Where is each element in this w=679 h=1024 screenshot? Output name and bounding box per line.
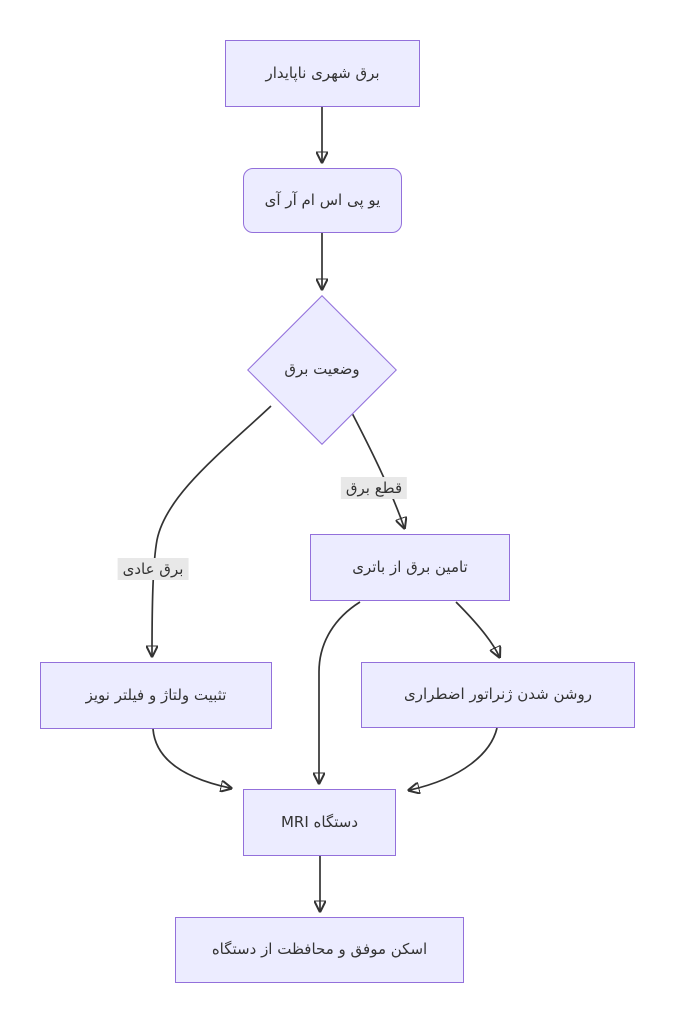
edge-battery-to-mri xyxy=(319,601,361,782)
node-emergency-generator: روشن شدن ژنراتور اضطراری xyxy=(361,662,635,728)
edge-status-to-stabilize xyxy=(152,405,272,655)
node-successful-scan: اسکن موفق و محافظت از دستگاه xyxy=(175,917,464,983)
edge-status-to-battery xyxy=(351,412,404,527)
edge-battery-to-generator xyxy=(455,601,499,656)
node-mri-device: دستگاه MRI xyxy=(243,789,396,856)
node-power-status: وضعیت برق xyxy=(284,360,360,378)
node-voltage-stabilize-filter: تثبیت ولتاژ و فیلتر نویز xyxy=(40,662,272,729)
edge-generator-to-mri xyxy=(410,727,498,790)
edge-label-normal-power: برق عادی xyxy=(117,558,189,580)
node-unstable-city-power: برق شهری ناپایدار xyxy=(225,40,420,107)
edge-stabilize-to-mri xyxy=(152,728,230,788)
edge-label-power-outage: قطع برق xyxy=(340,477,408,499)
node-battery-supply: تامین برق از باتری xyxy=(310,534,510,601)
node-ups-mri: یو پی اس ام آر آی xyxy=(243,168,402,233)
